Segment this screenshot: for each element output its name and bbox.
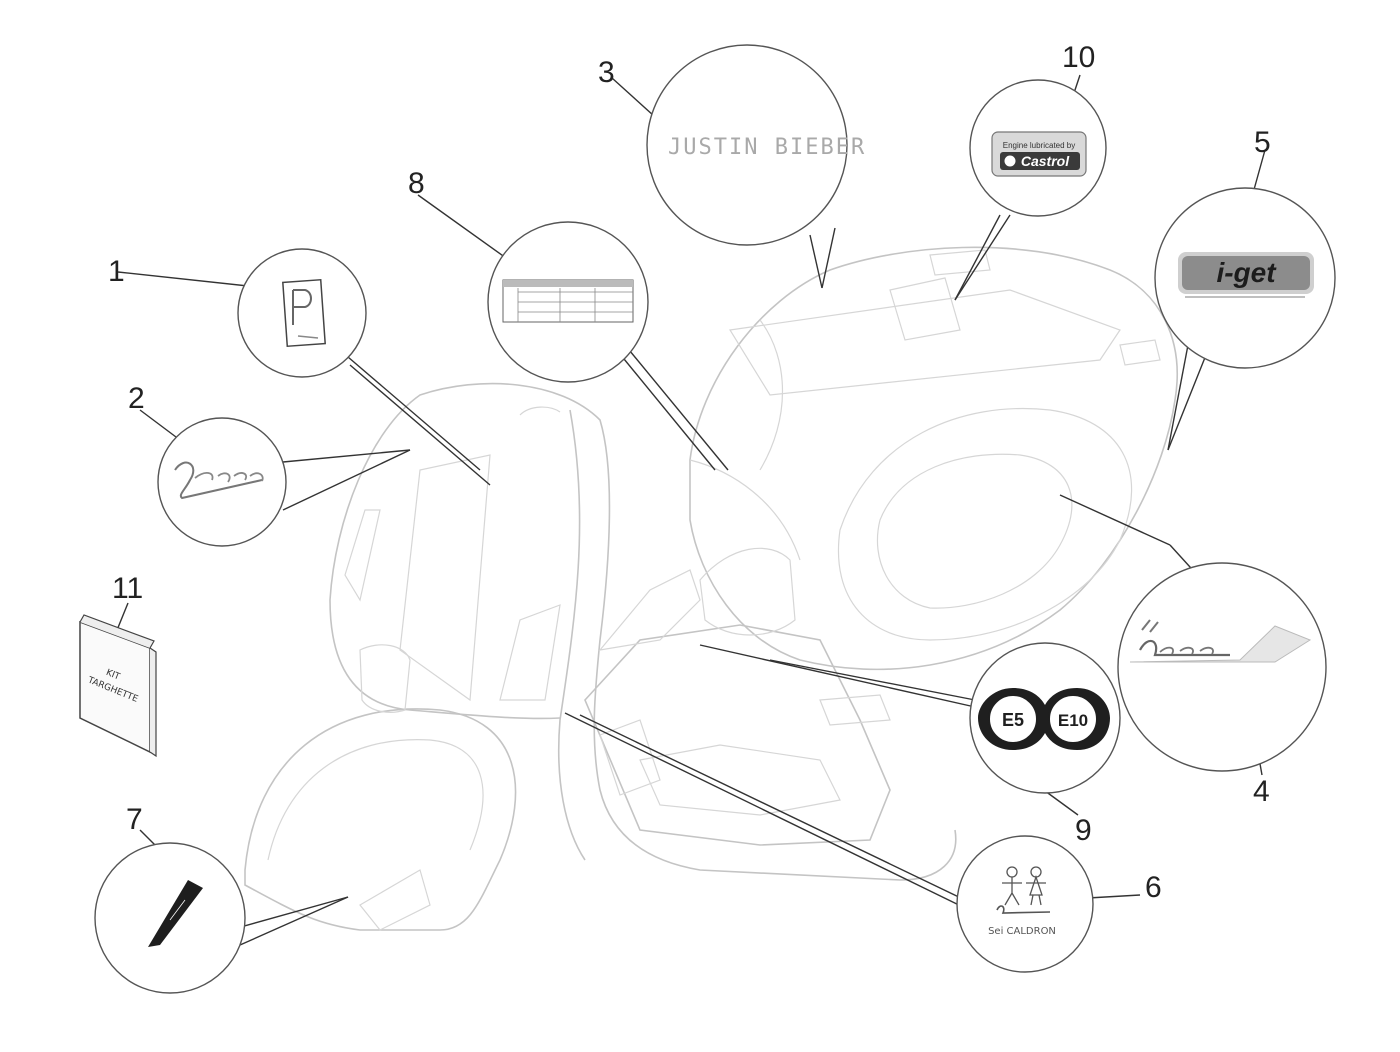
- callout-4: 4: [1253, 775, 1270, 808]
- vespa-script-decal: [174, 461, 264, 500]
- kit-envelope: KIT TARGHETTE: [79, 614, 157, 758]
- callout-5: 5: [1254, 126, 1271, 159]
- callout-6: 6: [1145, 871, 1162, 904]
- callout-1: 1: [108, 255, 125, 288]
- detail-circle-4: [1117, 562, 1327, 772]
- castrol-decal: Engine lubricated by Castrol: [991, 131, 1087, 177]
- e5-label: E5: [1002, 710, 1024, 730]
- detail-circle-3: [646, 44, 848, 246]
- detail-circle-6: [956, 835, 1094, 973]
- callout-8: 8: [408, 167, 425, 200]
- signature-decal: JUSTIN BIEBER: [668, 135, 866, 160]
- info-label-decal: [502, 279, 634, 323]
- callout-3: 3: [598, 56, 615, 89]
- callout-11: 11: [112, 572, 143, 605]
- side-vespa-decal: [1129, 619, 1312, 663]
- callout-7: 7: [126, 803, 143, 836]
- detail-circles: [94, 44, 1336, 994]
- detail-circle-2: [157, 417, 287, 547]
- castrol-top-text: Engine lubricated by: [1003, 141, 1076, 150]
- e10-label: E10: [1058, 711, 1088, 730]
- callout-9: 9: [1075, 814, 1092, 847]
- sei-caldron-text: Sei CALDRON: [988, 926, 1056, 937]
- iget-decal: i-get: [1178, 252, 1314, 298]
- callout-10: 10: [1062, 41, 1095, 74]
- castrol-brand-text: Castrol: [1021, 153, 1070, 169]
- callout-2: 2: [128, 382, 145, 415]
- fuel-badge-decal: E5 E10: [978, 688, 1110, 750]
- iget-text: i-get: [1216, 257, 1277, 288]
- scooter-outline: [244, 246, 1178, 931]
- piaggio-badge-decal: [282, 278, 326, 348]
- callout-numbers: 1 2 3 4 5 6 7 8 9 10 11: [108, 41, 1271, 904]
- fender-stripe-decal: [148, 880, 203, 947]
- sei-caldron-decal: Sei CALDRON: [988, 866, 1056, 937]
